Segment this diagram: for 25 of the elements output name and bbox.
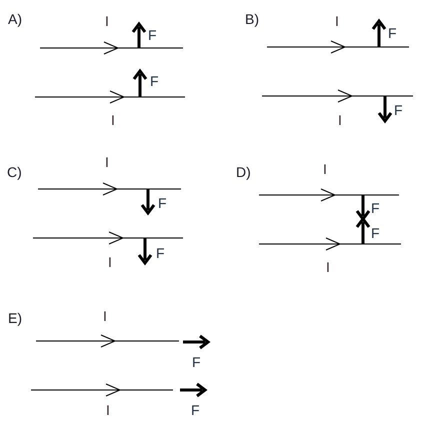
force-label: F [371,200,380,216]
current-label: I [323,161,327,177]
force-label: F [371,225,380,241]
panel-label: E) [8,310,22,326]
current-label: I [106,402,110,418]
current-label: I [111,112,115,128]
force-label: F [192,354,201,370]
current-label: I [326,259,330,275]
force-label: F [156,245,165,261]
force-label: F [388,25,397,41]
force-label: F [394,102,403,118]
current-label: I [105,13,109,29]
current-label: I [338,112,342,128]
current-label: I [105,154,109,170]
panel-label: B) [245,11,259,27]
panel-label: A) [8,11,22,27]
force-label: F [191,402,200,418]
panel-label: C) [7,164,22,180]
current-label: I [103,308,107,324]
current-label: I [108,254,112,270]
force-label: F [148,27,157,43]
force-label: F [150,73,159,89]
panel-label: D) [236,164,251,180]
force-label: F [158,195,167,211]
current-label: I [335,13,339,29]
